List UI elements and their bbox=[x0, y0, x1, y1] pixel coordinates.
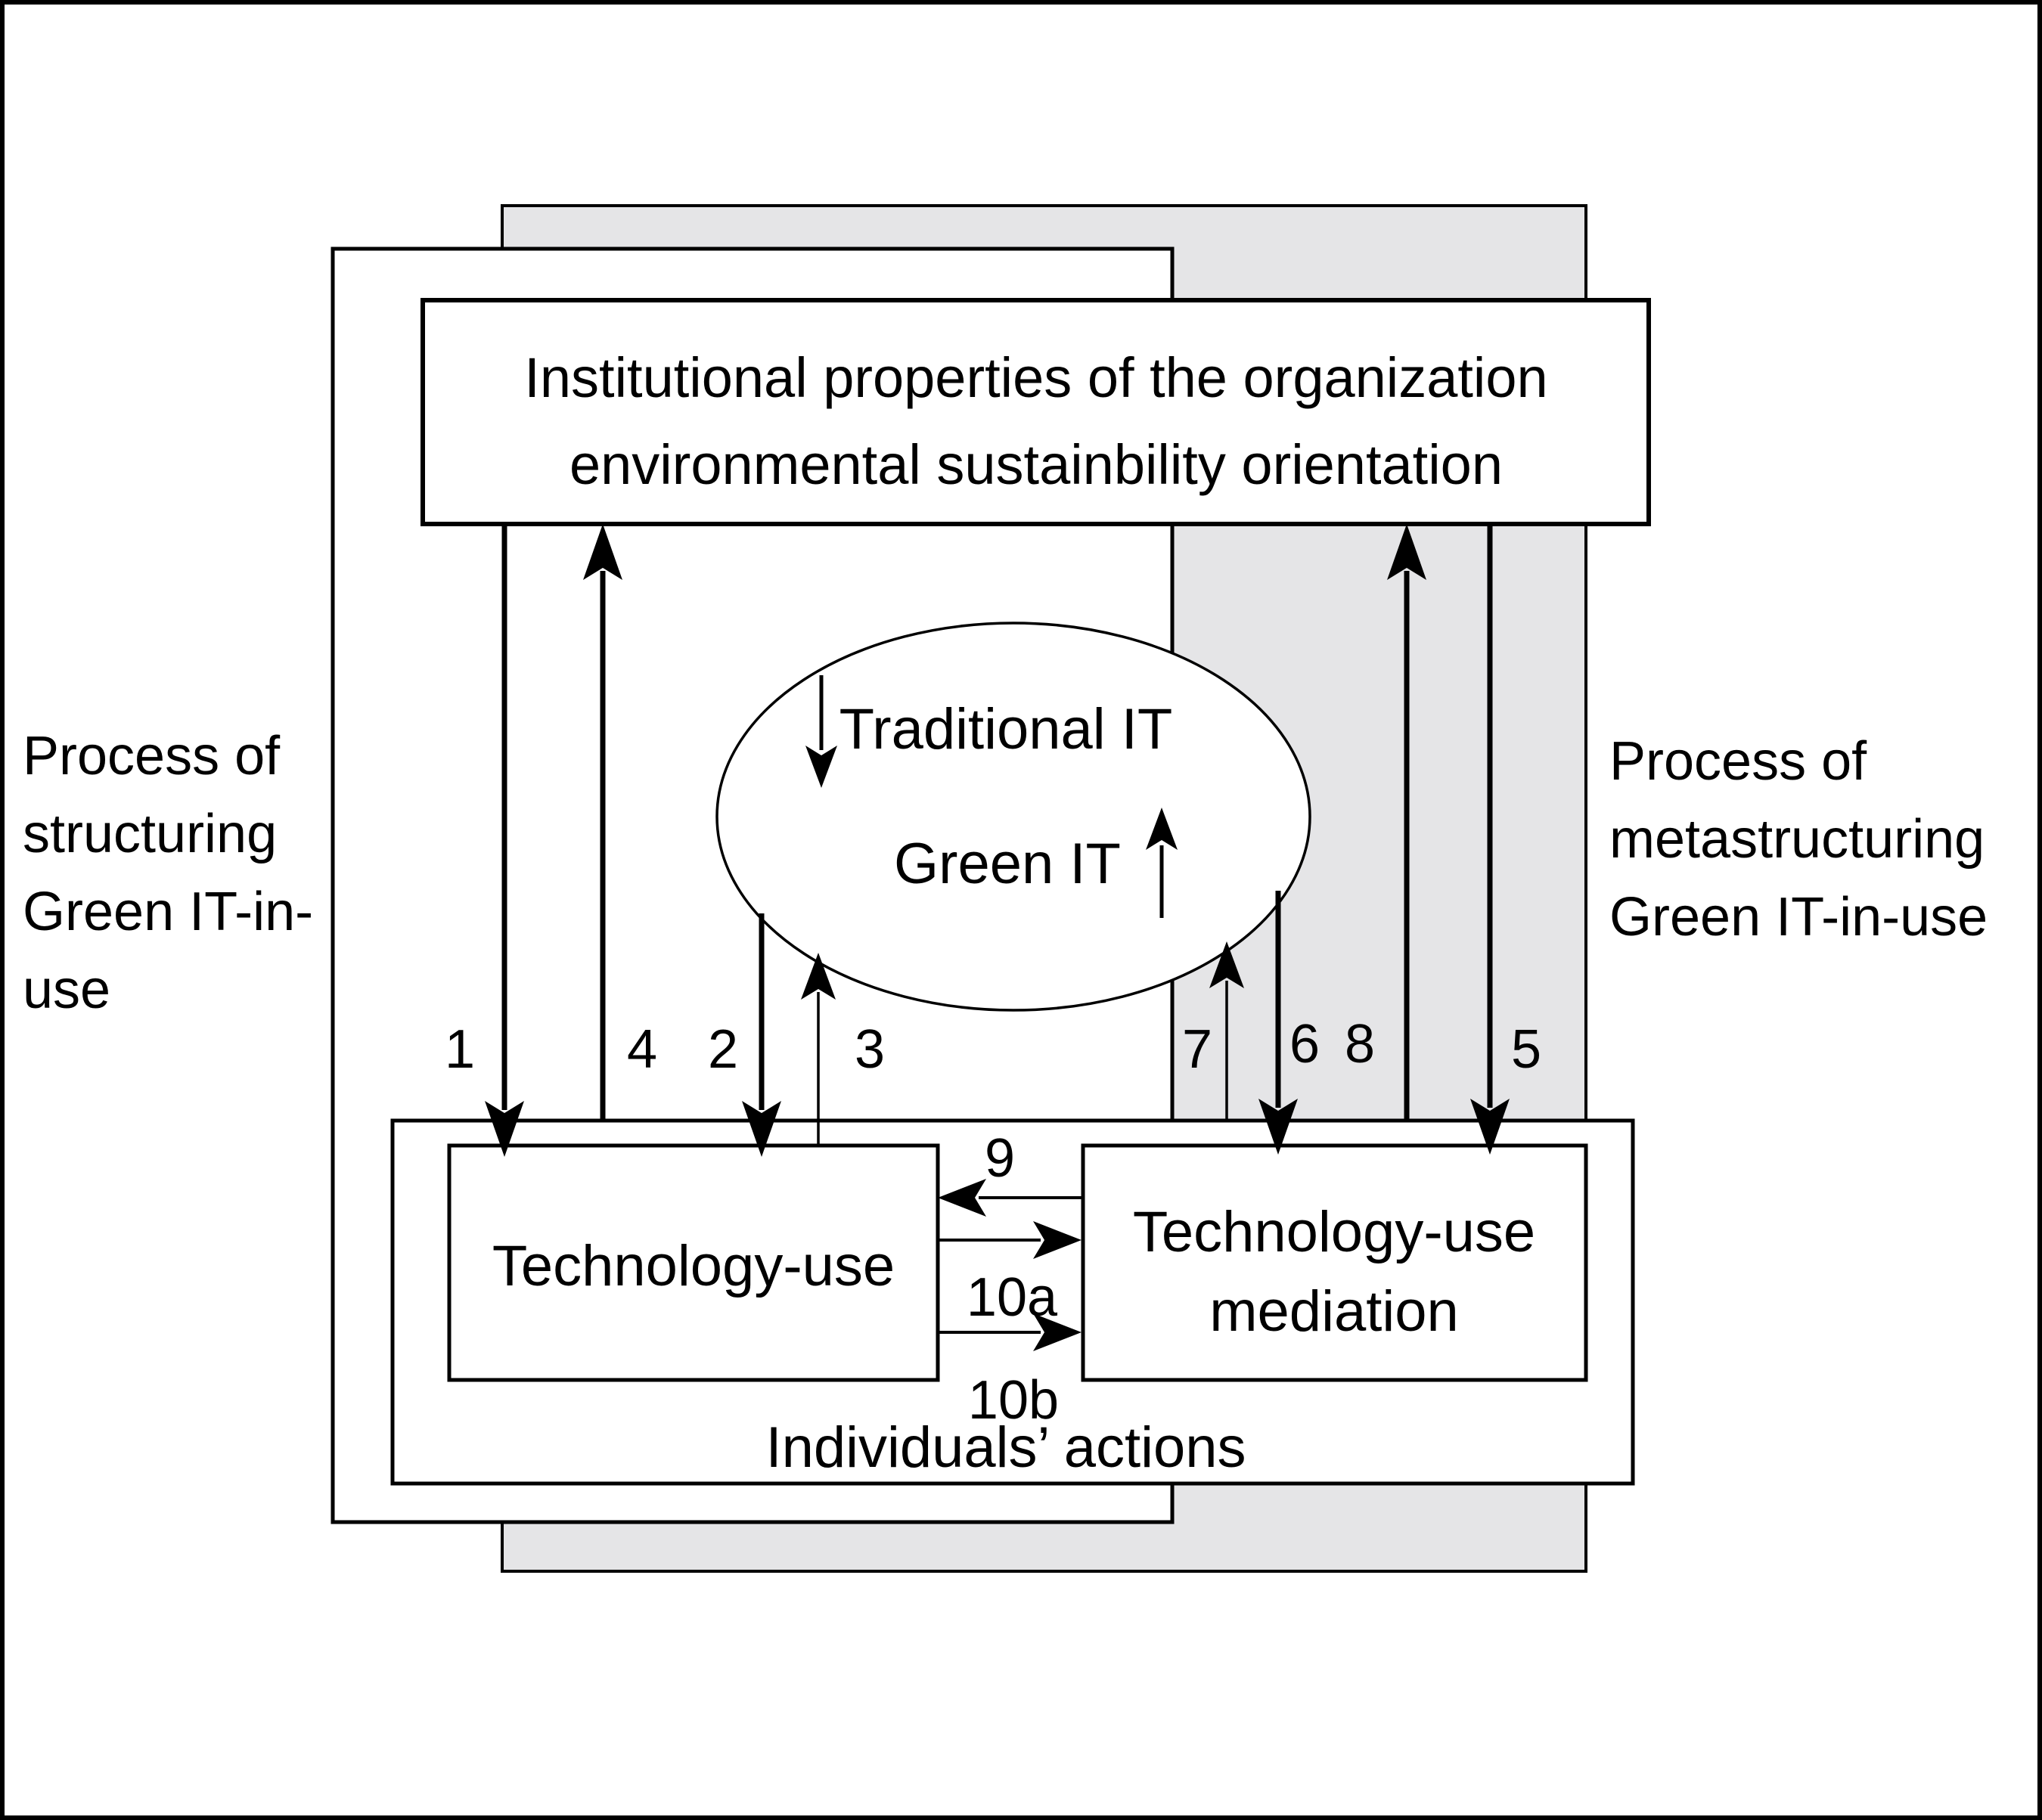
arrow-7 bbox=[1209, 941, 1244, 1122]
technology-use-mediation-line2: mediation bbox=[1209, 1279, 1459, 1344]
individuals-actions-label: Individuals’ actions bbox=[765, 1415, 1246, 1480]
arrow-1-head bbox=[485, 1101, 524, 1157]
green-it-up-arrow-head bbox=[1146, 808, 1178, 850]
technology-use-box bbox=[447, 1143, 940, 1382]
arrow-2 bbox=[742, 913, 781, 1157]
arrow-3-label: 3 bbox=[855, 1019, 885, 1080]
arrow-8-label: 8 bbox=[1345, 1014, 1375, 1074]
arrow-8 bbox=[1387, 524, 1426, 1122]
arrow-7-head bbox=[1209, 941, 1244, 988]
arrow-3 bbox=[801, 953, 836, 1147]
arrow-5-label: 5 bbox=[1511, 1019, 1541, 1080]
institutional-properties-line2: environmental sustainbility orientation bbox=[569, 433, 1503, 496]
arrow-5 bbox=[1470, 526, 1510, 1155]
arrow-2-head bbox=[742, 1101, 781, 1157]
arrow-1 bbox=[485, 526, 524, 1157]
arrow-3-head bbox=[801, 953, 836, 1000]
arrow-10b-label: 10b bbox=[968, 1370, 1059, 1431]
green-it-label: Green IT bbox=[894, 832, 1121, 896]
arrow-6 bbox=[1258, 891, 1298, 1155]
arrow-10a-head bbox=[1033, 1221, 1082, 1259]
traditional-it-down-arrow bbox=[805, 675, 837, 788]
process-structuring-line1: Process of bbox=[23, 726, 281, 786]
technology-use-mediation-line1: Technology-use bbox=[1133, 1200, 1535, 1264]
institutional-properties-box bbox=[421, 298, 1651, 526]
technology-use-mediation-box bbox=[1081, 1143, 1588, 1382]
arrow-9 bbox=[938, 1179, 1083, 1217]
technology-use-label: Technology-use bbox=[492, 1234, 895, 1298]
arrow-4-label: 4 bbox=[627, 1019, 657, 1080]
arrow-7-label: 7 bbox=[1182, 1019, 1212, 1080]
arrow-4 bbox=[583, 524, 622, 1121]
arrow-4-head bbox=[583, 524, 622, 580]
green-it-up-arrow bbox=[1146, 808, 1178, 918]
institutional-properties-line1: Institutional properties of the organiza… bbox=[524, 346, 1547, 409]
process-structuring-line4: use bbox=[23, 960, 110, 1020]
arrow-10a-label: 10a bbox=[967, 1267, 1058, 1328]
process-metastructuring-line1: Process of bbox=[1609, 731, 1867, 792]
arrow-10b-head bbox=[1033, 1313, 1082, 1351]
arrow-1-label: 1 bbox=[445, 1019, 475, 1080]
traditional-it-label: Traditional IT bbox=[839, 697, 1173, 761]
process-structuring-line3: Green IT-in- bbox=[23, 882, 313, 942]
process-metastructuring-line2: metastructuring bbox=[1609, 809, 1985, 870]
arrow-5-head bbox=[1470, 1099, 1510, 1155]
arrow-10b bbox=[936, 1313, 1082, 1351]
arrow-9-head bbox=[938, 1179, 986, 1217]
arrow-2-label: 2 bbox=[708, 1019, 738, 1080]
it-transition-ellipse bbox=[715, 622, 1311, 1012]
arrow-9-label: 9 bbox=[985, 1128, 1015, 1189]
process-structuring-line2: structuring bbox=[23, 804, 277, 864]
traditional-it-down-arrow-head bbox=[805, 746, 837, 788]
arrow-10a bbox=[936, 1221, 1082, 1259]
arrow-8-head bbox=[1387, 524, 1426, 580]
arrow-6-head bbox=[1258, 1099, 1298, 1155]
arrow-6-label: 6 bbox=[1289, 1014, 1320, 1074]
process-metastructuring-line3: Green IT-in-use bbox=[1609, 887, 1988, 947]
